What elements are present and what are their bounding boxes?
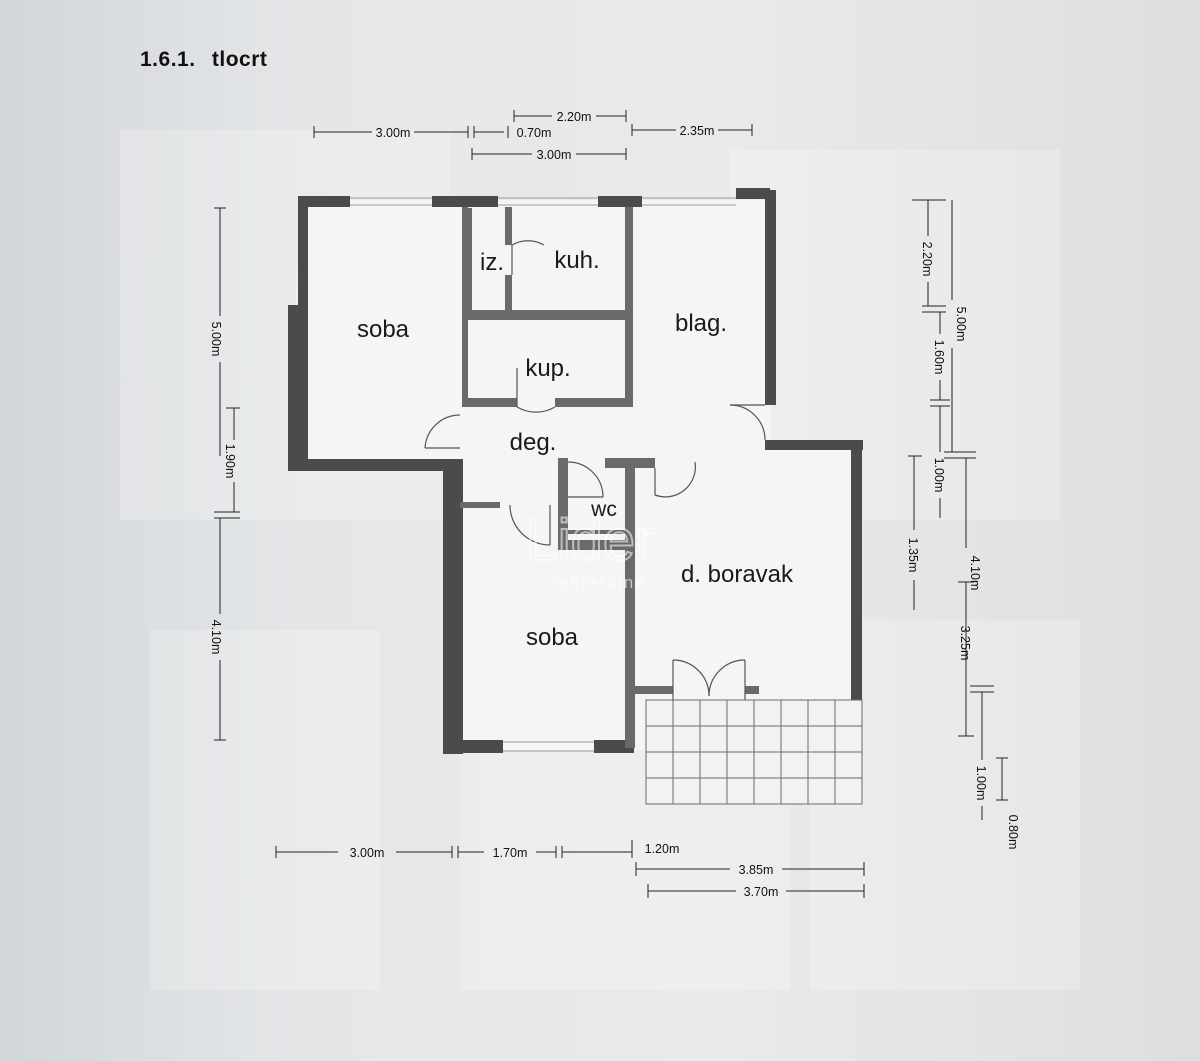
outer-walls (288, 188, 863, 754)
dim-top-235: 2.35m (680, 124, 715, 138)
floor-fill (290, 200, 860, 750)
room-label-kuhinja: kuh. (554, 247, 599, 274)
room-label-soba-lower: soba (526, 624, 579, 651)
dim-right-100a: 1.00m (932, 458, 946, 493)
watermark-brand: Lider (526, 508, 655, 573)
watermark-logo: Lider nekretnine (525, 507, 656, 592)
watermark-sub: nekretnine (547, 573, 646, 592)
dim-bottom-385: 3.85m (739, 863, 774, 877)
dim-right-325: 3.25m (958, 626, 972, 661)
balcony-grid (645, 699, 863, 805)
dim-top-300-mid: 3.00m (537, 148, 572, 162)
room-label-izba: iz. (480, 249, 504, 276)
dim-right-500: 5.00m (954, 307, 968, 342)
dim-right-410: 4.10m (968, 556, 982, 591)
dim-right-220: 2.20m (920, 242, 934, 277)
dim-left-190: 1.90m (223, 444, 237, 479)
dimension-lines (214, 110, 1008, 898)
dim-right-135: 1.35m (906, 538, 920, 573)
room-label-wc: wc (590, 498, 617, 521)
room-label-soba-upper: soba (357, 316, 410, 343)
dim-left-410: 4.10m (209, 620, 223, 655)
section-heading: 1.6.1. tlocrt (140, 48, 267, 72)
inner-walls (460, 207, 655, 748)
dim-right-080: 0.80m (1006, 815, 1020, 850)
dim-bottom-370: 3.70m (744, 885, 779, 899)
dim-bottom-300: 3.00m (350, 846, 385, 860)
dim-bottom-170: 1.70m (493, 846, 528, 860)
room-label-degazman: deg. (510, 429, 557, 456)
dim-top-220: 2.20m (557, 110, 592, 124)
door-swings (424, 240, 766, 546)
dim-top-070: 0.70m (517, 126, 552, 140)
section-number: 1.6.1. (140, 48, 196, 71)
room-labels: soba iz. kuh. blag. kup. deg. wc d. bora… (357, 247, 794, 651)
dim-right-100b: 1.00m (974, 766, 988, 801)
dim-left-500: 5.00m (209, 322, 223, 357)
windows (350, 197, 736, 752)
dim-top-300-left: 3.00m (376, 126, 411, 140)
dim-bottom-120: 1.20m (645, 842, 680, 856)
dim-right-160: 1.60m (932, 340, 946, 375)
room-label-blagovaonica: blag. (675, 310, 727, 337)
dimension-labels: 3.00m 0.70m 2.20m 2.35m 3.00m 5.00m 1.90… (209, 110, 1020, 899)
room-label-kupaonica: kup. (525, 355, 570, 382)
balcony-doors (633, 659, 759, 700)
room-label-dnevni-boravak: d. boravak (681, 561, 794, 588)
section-title: tlocrt (211, 48, 268, 71)
